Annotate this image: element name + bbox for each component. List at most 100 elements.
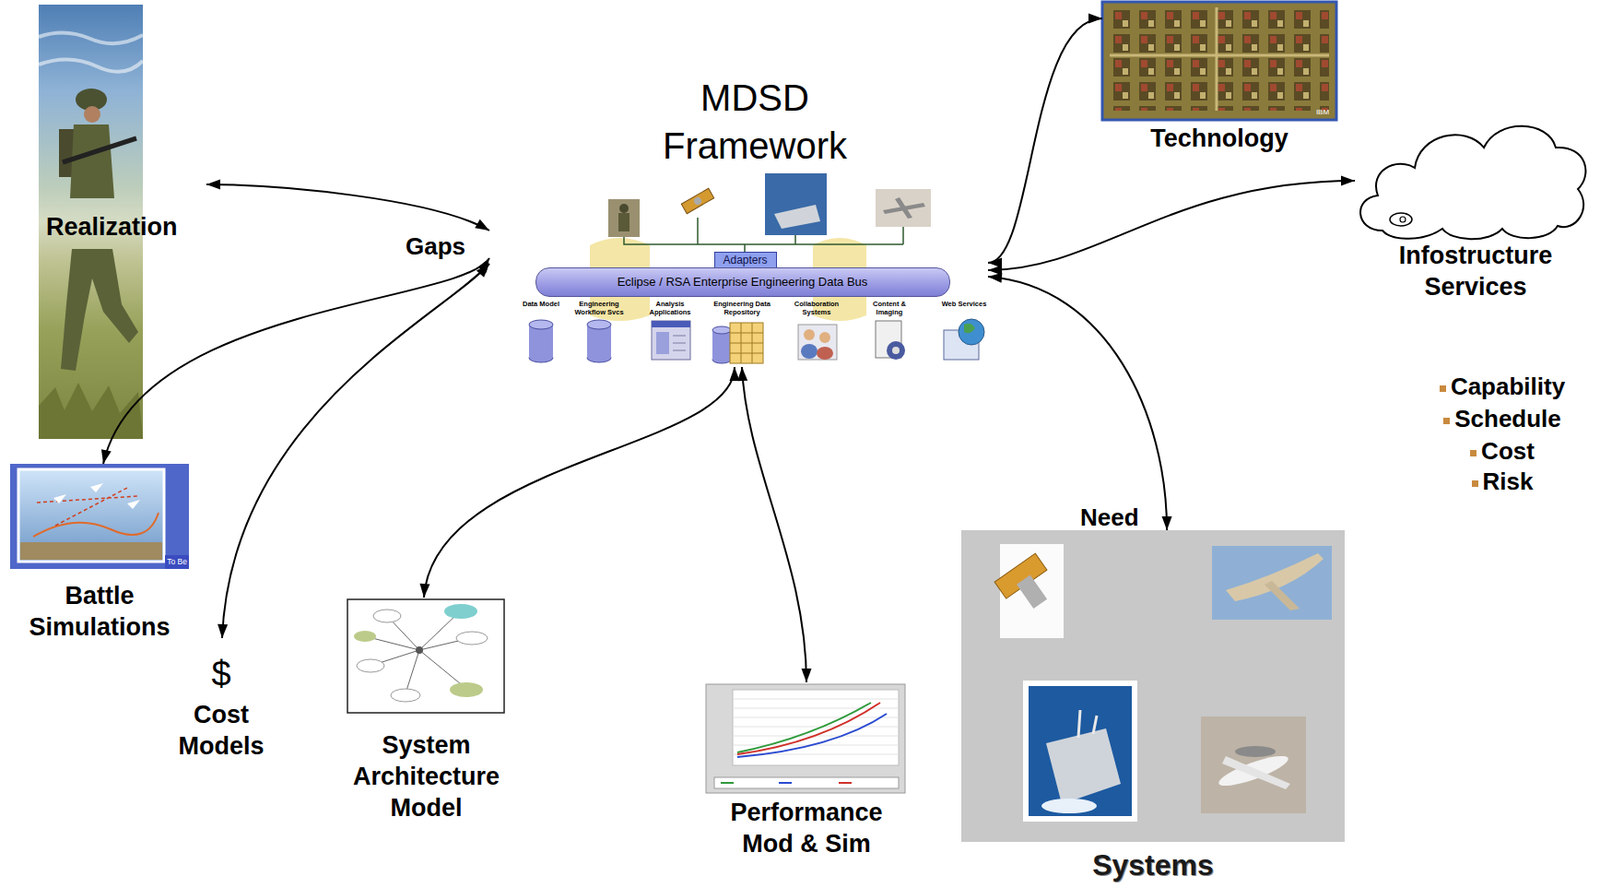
node-label: Systems [961,847,1345,882]
connector-line [222,263,490,638]
systems-node: Systems [961,529,1347,885]
image-tag: To Be [164,556,189,567]
cost-model-node: $Cost Models [165,637,279,767]
framework-graphic-part [886,341,906,360]
framework-graphic-part [798,324,837,360]
framework-graphic-part [619,203,629,213]
service-label: Engineering Data Repository [711,299,773,317]
battle-simulation-picture-part [53,494,67,504]
systems-panel-part [1211,545,1332,620]
connector [206,179,490,232]
infostructure-node: Infostructure Services [1354,115,1599,305]
battle-simulation-picture-part [36,486,139,526]
framework-graphic [529,173,985,364]
watermark: IBM [1310,107,1335,118]
framework-graphic-part [623,217,904,252]
soldier-photo-part [83,105,101,123]
framework-graphic-part [774,204,821,229]
arrow-head [729,366,741,381]
arrow-head [988,272,1002,283]
framework-graphic-part-part [681,188,714,213]
architecture-model-picture-part [415,646,424,654]
framework-graphic-part [729,322,764,364]
systems-panel-part [1222,755,1291,789]
connector-line [206,184,490,231]
data-bus-cylinder: Eclipse / RSA Enterprise Engineering Dat… [535,267,951,297]
bullet-item: Risk [1410,466,1595,496]
bullet-square [1471,480,1479,487]
bullet-item: Cost [1410,435,1595,466]
architecture-model-picture-part [347,599,505,713]
connector-line [103,258,490,464]
performance-chart-picture-part [714,776,899,789]
systems-panel-part [1023,680,1138,822]
arrow-head [1088,13,1103,24]
battle-simulation-node: Battle Simulations [10,463,191,648]
service-label: Analysis Applications [639,299,701,317]
systems-panel-part [1028,685,1132,816]
framework-graphic-part [656,331,670,354]
framework-graphic-part [729,322,764,364]
architecture-model-node: System Architecture Model [336,597,518,826]
architecture-model-picture-part [456,631,488,645]
framework-graphic-part [882,197,926,219]
service-label: Content & Imaging [858,299,920,317]
performance-chart-picture-part [705,683,906,793]
node-label: Battle Simulations [10,579,189,643]
arrow-head [101,448,112,464]
architecture-model-picture-part [373,609,401,623]
node-label: Adapters [715,252,776,268]
framework-graphic-part [672,335,686,351]
framework-graphic-part [529,319,553,330]
architecture-model-picture-part [390,688,421,702]
technology-node: Technology [1102,0,1339,156]
cloud-shape-part [1400,216,1406,223]
connector [217,263,490,638]
node-label: Realization [46,211,205,243]
flow-label: Need [1080,502,1154,532]
bullet-square [1439,385,1447,392]
arrow-head [474,219,490,231]
framework-graphic-part [803,329,815,341]
framework-graphic-part [816,346,834,360]
connector-line [423,366,735,598]
battle-simulation-picture-part [33,512,159,537]
systems-panel [961,529,1345,842]
framework-graphic-part [712,326,731,334]
arrow-head [206,179,221,190]
framework-graphic-part [800,343,818,359]
realization-node: Realization [38,4,207,439]
soldier-photo-part [38,32,143,71]
connector-line [988,276,1167,530]
framework-graphic-part-part [693,196,704,207]
battle-simulation-picture-part [20,541,163,560]
systems-panel-part [1235,745,1276,757]
battle-simulation-picture [10,463,189,569]
architecture-model-picture-part [353,630,377,642]
battle-simulation-picture-part [127,499,141,509]
connector [988,176,1355,276]
bullet-item: Capability [1410,371,1595,401]
performance-chart-picture-part [778,781,792,784]
framework-graphic-part [819,331,831,343]
node-label: Cost Models [165,698,277,762]
performance-chart-picture-part [720,781,734,784]
battle-simulation-picture-part [164,554,189,569]
performance-chart-picture-part [838,781,852,784]
framework-graphic-part [764,173,827,236]
node-label: MDSD Framework [635,73,875,170]
architecture-model-picture-part [364,611,471,694]
performance-chart-picture [705,683,906,793]
systems-panel-part [1078,709,1097,738]
service-label: Engineering Workflow Svcs [568,299,630,317]
arrow-head [737,366,748,381]
node-label: Performance Mod & Sim [714,796,899,859]
connector [988,272,1173,530]
connector [737,366,812,683]
performance-chart-picture-part [732,689,899,765]
battle-simulation-picture-part [90,482,104,493]
arrow-head [801,668,812,683]
soldier-photo-part [60,248,139,371]
connector-line [741,366,807,683]
bullet-text: Risk [1482,467,1534,495]
